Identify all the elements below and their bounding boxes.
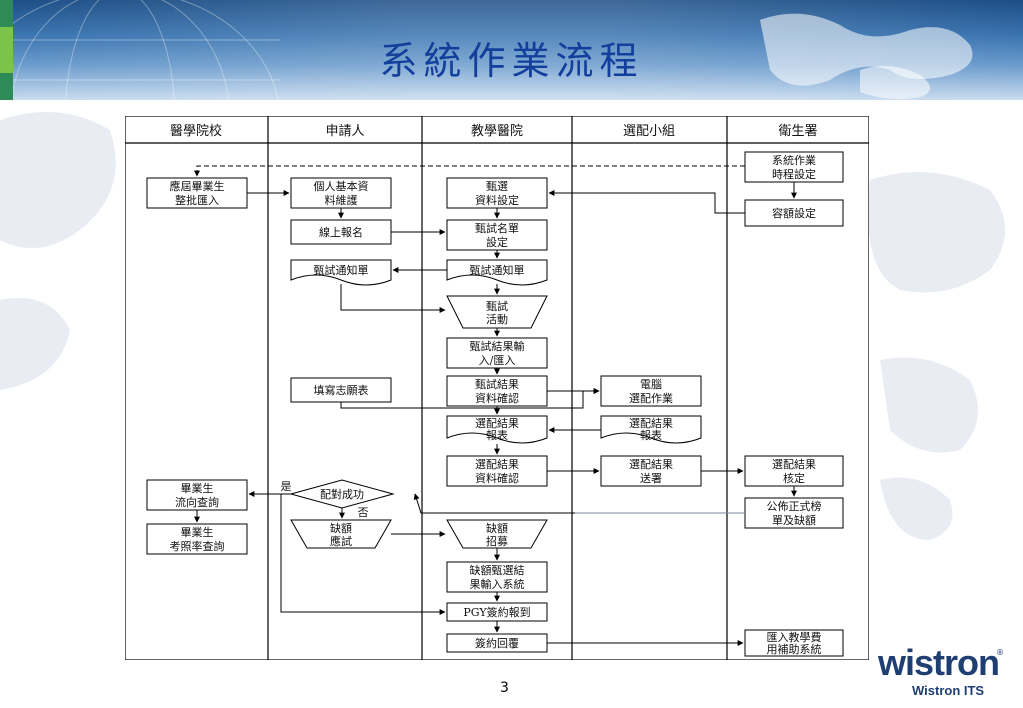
lane-title-matching: 選配小組 — [623, 124, 675, 139]
lane-title-hospital: 教學醫院 — [471, 123, 523, 139]
node-vacancy-input-line1: 缺額甄選結 — [470, 563, 525, 577]
node-screen-list — [446, 219, 548, 251]
node-vacancy-recruit-line2: 招募 — [486, 534, 508, 548]
node-grad-query-line1: 畢業生 — [181, 481, 214, 495]
node-notice-left-text: 甄試通知單 — [314, 263, 369, 277]
node-match-confirm — [446, 455, 548, 487]
slide-title: 系統作業流程 — [379, 39, 644, 83]
flowchart: 醫學院校 申請人 教學醫院 選配小組 衛生署 — [124, 115, 870, 661]
node-results-confirm — [446, 375, 548, 407]
node-wish-text: 填寫志願表 — [314, 383, 369, 397]
node-license-query-line2: 考照率查詢 — [170, 539, 225, 553]
lane-title-health-dept: 衛生署 — [778, 124, 817, 139]
node-match-approve-line2: 核定 — [783, 471, 805, 485]
node-activity-line2: 活動 — [486, 312, 508, 326]
node-personal-line1: 個人基本資 — [314, 179, 369, 193]
node-personal-line2: 料維護 — [325, 193, 358, 207]
accent-bar — [0, 0, 13, 100]
node-match-send — [600, 455, 702, 487]
node-subsidy — [744, 629, 844, 657]
node-decision-no: 否 — [358, 506, 369, 519]
node-grad-query — [146, 479, 248, 511]
node-match-confirm-line2: 資料確認 — [475, 471, 519, 485]
node-results-input-line2: 入/匯入 — [479, 354, 516, 367]
node-subsidy-line1: 匯入教學費 — [767, 630, 822, 644]
node-license-query — [146, 523, 248, 555]
node-notice-mid — [446, 259, 548, 286]
node-screen-list-line1: 甄試名單 — [475, 221, 519, 235]
node-vacancy-apply-line1: 缺額 — [330, 521, 352, 535]
node-match-approve-line1: 選配結果 — [772, 457, 816, 471]
node-computer — [600, 375, 702, 407]
node-schedule-line2: 時程設定 — [772, 167, 816, 181]
node-return-text: 簽約回覆 — [475, 636, 519, 650]
node-vacancy-input — [446, 561, 548, 593]
node-grads — [146, 177, 248, 209]
node-computer-line1: 電腦 — [640, 377, 662, 391]
node-activity — [446, 295, 548, 329]
node-schedule-line1: 系統作業 — [772, 153, 816, 167]
node-report-right-line2: 報表 — [640, 428, 662, 442]
wistron-logo: wistron — [878, 642, 1000, 683]
globe-decoration — [0, 0, 973, 100]
node-decision-text: 配對成功 — [320, 487, 364, 501]
node-results-input — [446, 337, 548, 369]
node-online-reg-text: 線上報名 — [319, 225, 363, 239]
node-decision-yes: 是 — [281, 480, 292, 493]
node-match-confirm-line1: 選配結果 — [475, 457, 519, 471]
node-notice-mid-text: 甄試通知單 — [470, 263, 525, 277]
node-quota-text: 容額設定 — [772, 206, 816, 220]
node-schedule — [744, 151, 844, 183]
node-report-mid-line2: 報表 — [486, 428, 508, 442]
node-computer-line2: 選配作業 — [629, 392, 673, 405]
node-report-right-line1: 選配結果 — [629, 416, 673, 430]
page-number: 3 — [500, 680, 509, 696]
node-results-input-line1: 甄試結果輸 — [470, 339, 525, 353]
node-report-mid — [446, 415, 548, 444]
node-vacancy-apply — [290, 519, 392, 549]
lane-title-school: 醫學院校 — [170, 123, 222, 139]
node-pgy-text: PGY簽約報到 — [463, 605, 530, 619]
node-grad-query-line2: 流向查詢 — [175, 495, 219, 509]
node-screen-data-line1: 甄選 — [486, 180, 508, 193]
node-activity-line1: 甄試 — [486, 299, 508, 313]
node-screen-data-line2: 資料設定 — [475, 193, 519, 207]
node-personal — [290, 177, 392, 209]
node-grads-line1: 應屆畢業生 — [170, 179, 225, 193]
node-license-query-line1: 畢業生 — [181, 525, 214, 539]
node-vacancy-recruit — [446, 519, 548, 549]
node-match-send-line1: 選配結果 — [629, 457, 673, 471]
node-announce-line2: 單及缺額 — [772, 513, 816, 527]
node-match-approve — [744, 455, 844, 487]
slide-header: 系統作業流程 — [0, 0, 1023, 100]
sub-brand: Wistron ITS — [912, 683, 985, 698]
node-report-right — [600, 415, 702, 444]
node-vacancy-recruit-line1: 缺額 — [486, 521, 508, 535]
node-online-reg — [290, 219, 392, 245]
node-screen-list-line2: 設定 — [486, 235, 508, 249]
node-vacancy-apply-line2: 應試 — [330, 534, 352, 548]
node-results-confirm-line1: 甄試結果 — [475, 377, 519, 391]
node-report-mid-line1: 選配結果 — [475, 416, 519, 430]
node-decision — [289, 479, 395, 509]
node-results-confirm-line2: 資料確認 — [475, 391, 519, 405]
registered-mark: ® — [996, 648, 1004, 657]
node-match-send-line2: 送署 — [640, 471, 662, 485]
lane-title-applicant: 申請人 — [325, 124, 364, 139]
node-grads-line2: 整批匯入 — [175, 193, 219, 207]
node-wish — [290, 377, 392, 403]
node-notice-left — [290, 259, 392, 286]
node-vacancy-input-line2: 果輸入系統 — [470, 577, 525, 591]
node-announce-line1: 公佈正式榜 — [767, 499, 822, 513]
node-subsidy-line2: 用補助系統 — [767, 642, 822, 656]
